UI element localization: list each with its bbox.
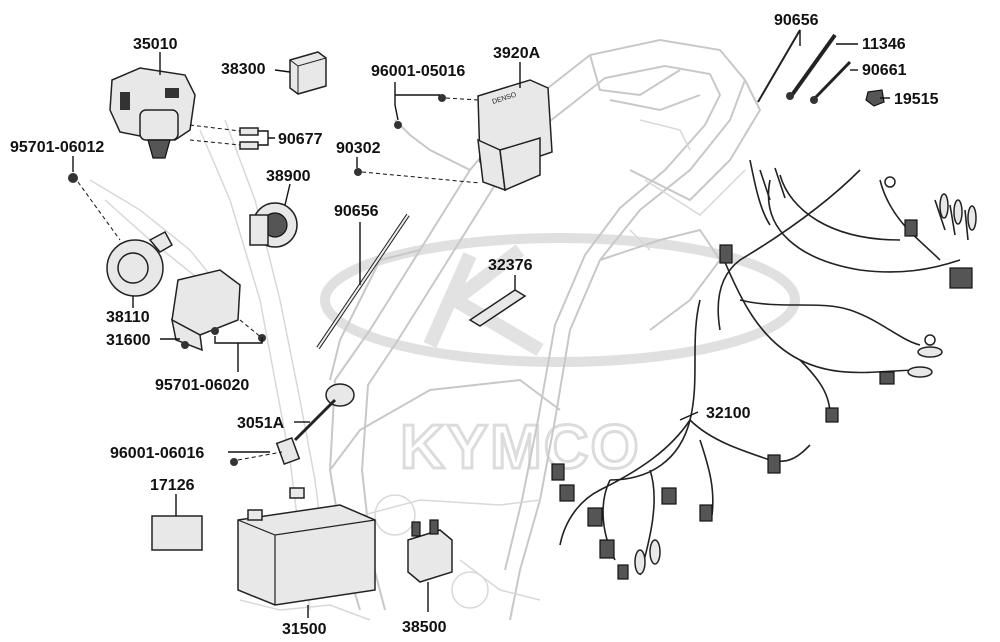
label-38300: 38300 — [221, 61, 266, 78]
label-38900: 38900 — [266, 168, 311, 185]
label-11346: 11346 — [862, 36, 906, 53]
label-32376: 32376 — [488, 257, 533, 274]
connector-90677 — [189, 124, 259, 150]
cable-tie-90656-mid — [316, 213, 410, 350]
label-19515: 19515 — [894, 91, 939, 108]
scooter-frame — [89, 38, 762, 621]
regulator-31600 — [170, 269, 241, 352]
label-38500: 38500 — [402, 619, 447, 636]
clamp-90661 — [810, 60, 852, 104]
ecu-3920A: DENSO — [477, 79, 553, 192]
label-90656-top: 90656 — [774, 12, 819, 29]
screw-96001-05016 — [394, 94, 479, 129]
kymco-watermark: KYMCO — [320, 233, 800, 484]
label-90677: 90677 — [278, 131, 323, 148]
bolt-95701-06020 — [211, 319, 266, 342]
part-labels: 35010 38300 96001-05016 3920A 90656 1134… — [10, 12, 939, 638]
label-90656-mid: 90656 — [334, 203, 379, 220]
ignition-switch-35010 — [109, 67, 196, 159]
label-31600: 31600 — [106, 332, 151, 349]
label-96001-06016: 96001-06016 — [110, 445, 204, 462]
label-96001-05016: 96001-05016 — [371, 63, 465, 80]
screw-90302 — [354, 168, 481, 184]
label-3920A: 3920A — [493, 45, 541, 62]
bolt-95701-06012 — [68, 173, 121, 241]
label-17126: 17126 — [150, 477, 195, 494]
sensor-3051A — [275, 383, 355, 466]
label-31500: 31500 — [282, 621, 327, 638]
battery-31500 — [237, 487, 376, 606]
label-38110: 38110 — [106, 309, 150, 326]
band-11346 — [786, 33, 837, 100]
label-32100: 32100 — [706, 405, 751, 422]
clip-19515 — [865, 89, 885, 107]
leader-lines — [72, 30, 890, 618]
label-95701-06012: 95701-06012 — [10, 139, 104, 156]
label-95701-06020: 95701-06020 — [155, 377, 249, 394]
starter-relay-38500 — [407, 519, 453, 583]
wiring-harness-32100 — [551, 159, 977, 580]
plate-32376 — [468, 289, 527, 327]
watermark-text: KYMCO — [400, 413, 641, 482]
relay-38300 — [289, 51, 327, 95]
sheet-17126 — [151, 515, 203, 551]
socket-38900 — [249, 202, 298, 248]
screw-96001-06016 — [230, 451, 283, 466]
cable-tie-90656-top — [757, 29, 801, 103]
horn-38110 — [106, 230, 174, 297]
label-35010: 35010 — [133, 36, 178, 53]
label-90302: 90302 — [336, 140, 381, 157]
label-3051A: 3051A — [237, 415, 285, 432]
label-90661: 90661 — [862, 62, 907, 79]
